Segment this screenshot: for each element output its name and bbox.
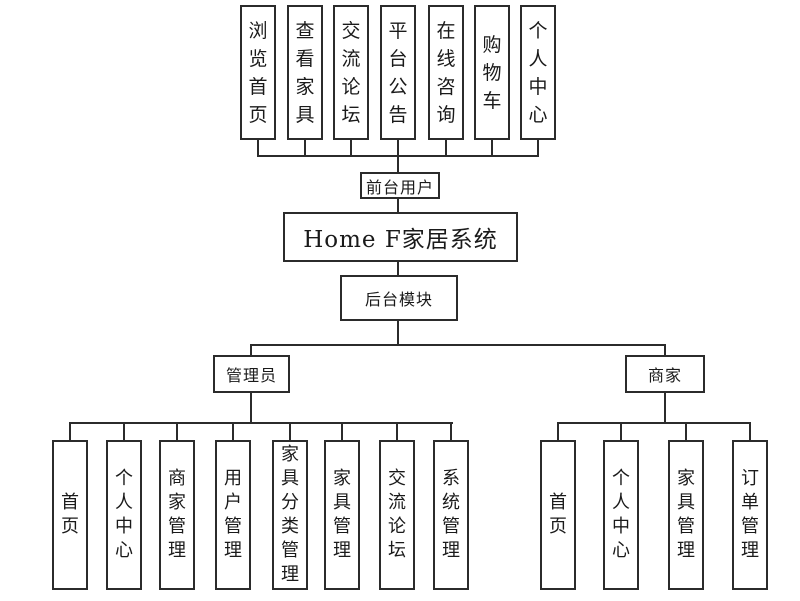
node-label: 个人中心 — [612, 468, 630, 561]
node-label: 商家 — [647, 366, 682, 385]
connector-merchant-stub-1 — [557, 422, 559, 441]
connector-top-stub-7 — [537, 140, 539, 156]
node-label: 前台用户 — [365, 177, 434, 197]
node-merchant-order-mgmt: 订单管理 — [732, 440, 768, 590]
connector-admin-bus — [69, 422, 453, 424]
node-merchant-home: 首页 — [540, 440, 576, 590]
connector-admin-stub-3 — [176, 422, 178, 441]
node-admin-home: 首页 — [52, 440, 88, 590]
node-platform-notice: 平台公告 — [380, 5, 416, 140]
system-title-label: Home F家居系统 — [303, 227, 498, 253]
node-label: 交流论坛 — [388, 468, 406, 561]
node-backend-module: 后台模块 — [340, 275, 458, 321]
node-label: 家具管理 — [677, 468, 695, 561]
node-label: 个人中心 — [528, 19, 548, 126]
node-admin-merchant-mgmt: 商家管理 — [159, 440, 195, 590]
node-merchant: 商家 — [625, 355, 705, 393]
node-label: 系统管理 — [442, 468, 460, 561]
node-label: 浏览首页 — [248, 19, 268, 126]
node-label: 家具分类管理 — [281, 444, 299, 585]
node-shopping-cart: 购物车 — [474, 5, 510, 140]
node-merchant-furniture-mgmt: 家具管理 — [668, 440, 704, 590]
node-label: 查看家具 — [295, 19, 315, 126]
node-label: 购物车 — [482, 33, 502, 112]
connector-admin-stub-2 — [123, 422, 125, 441]
connector-split-bus — [250, 344, 666, 346]
connector-title-to-backend — [397, 261, 399, 276]
connector-top-stub-6 — [491, 140, 493, 156]
connector-merchant-stub-3 — [685, 422, 687, 441]
connector-to-admin — [250, 344, 252, 356]
node-label: 后台模块 — [364, 290, 433, 309]
node-personal-center: 个人中心 — [520, 5, 556, 140]
node-admin-user-mgmt: 用户管理 — [215, 440, 251, 590]
node-label: 平台公告 — [388, 19, 408, 126]
connector-merchant-stub-2 — [620, 422, 622, 441]
connector-top-stub-4 — [397, 140, 399, 156]
connector-admin-down — [250, 392, 252, 423]
node-label: 首页 — [549, 492, 567, 537]
node-online-consult: 在线咨询 — [428, 5, 464, 140]
connector-admin-stub-5 — [289, 422, 291, 441]
node-admin-personal-center: 个人中心 — [106, 440, 142, 590]
node-admin-system-mgmt: 系统管理 — [433, 440, 469, 590]
connector-merchant-down — [664, 392, 666, 423]
connector-frontuser-to-title — [397, 198, 399, 213]
node-label: 首页 — [61, 492, 79, 537]
connector-admin-stub-4 — [232, 422, 234, 441]
node-label: 交流论坛 — [341, 19, 361, 126]
node-label: 在线咨询 — [436, 19, 456, 126]
node-admin-furniture-mgmt: 家具管理 — [324, 440, 360, 590]
connector-top-stub-5 — [445, 140, 447, 156]
connector-backend-down — [397, 320, 399, 345]
node-label: 用户管理 — [224, 468, 242, 561]
connector-top-stub-2 — [304, 140, 306, 156]
node-label: 商家管理 — [168, 468, 186, 561]
node-frontend-user: 前台用户 — [360, 172, 440, 199]
connector-merchant-bus — [557, 422, 751, 424]
node-exchange-forum: 交流论坛 — [333, 5, 369, 140]
node-label: 家具管理 — [333, 468, 351, 561]
node-view-furniture: 查看家具 — [287, 5, 323, 140]
node-merchant-personal-center: 个人中心 — [603, 440, 639, 590]
connector-admin-stub-7 — [396, 422, 398, 441]
connector-top-stub-3 — [350, 140, 352, 156]
node-label: 管理员 — [225, 366, 277, 385]
connector-admin-stub-1 — [69, 422, 71, 441]
node-browse-home: 浏览首页 — [240, 5, 276, 140]
connector-bus-to-frontuser — [397, 155, 399, 173]
connector-top-stub-1 — [257, 140, 259, 156]
connector-admin-stub-6 — [341, 422, 343, 441]
connector-merchant-stub-4 — [749, 422, 751, 441]
connector-admin-stub-8 — [450, 422, 452, 441]
node-admin-forum: 交流论坛 — [379, 440, 415, 590]
node-label: 订单管理 — [741, 468, 759, 561]
node-system-title: Home F家居系统 — [283, 212, 518, 262]
node-admin-furniture-category-mgmt: 家具分类管理 — [272, 440, 308, 590]
connector-to-merchant — [664, 344, 666, 356]
node-label: 个人中心 — [115, 468, 133, 561]
node-admin: 管理员 — [213, 355, 290, 393]
